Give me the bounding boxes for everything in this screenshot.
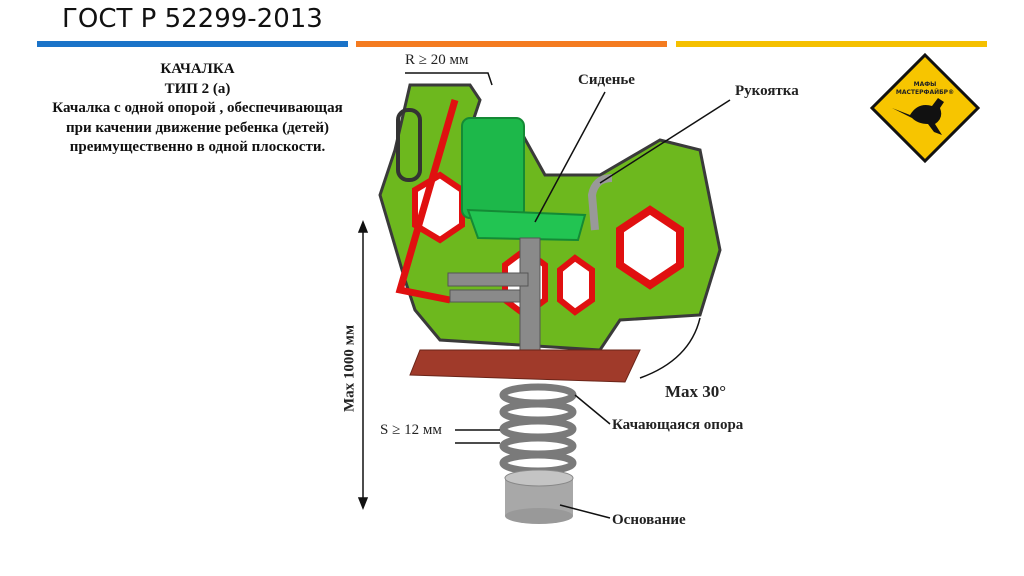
gap-label: S ≥ 12 мм — [380, 422, 442, 438]
seat — [461, 117, 587, 242]
description-type: ТИП 2 (а) — [164, 80, 231, 97]
description-line: Качалка с одной опорой , обеспечивающая — [52, 100, 343, 116]
svg-text:МАФЫ: МАФЫ — [914, 81, 937, 88]
radius-bracket — [405, 72, 493, 86]
handle-label: Рукоятка — [735, 83, 799, 99]
spring — [499, 383, 577, 475]
svg-text:МАСТЕРФАЙБР®: МАСТЕРФАЙБР® — [896, 88, 954, 96]
orange-divider — [356, 41, 667, 47]
description-line: преимущественно в одной плоскости. — [69, 139, 326, 155]
blue-divider — [37, 41, 348, 47]
height-label: Max 1000 мм — [341, 324, 358, 413]
page-title: ГОСТ Р 52299-2013 — [62, 4, 323, 34]
spring-label: Качающаяся опора — [612, 417, 744, 433]
logo-mafy-masterfaibr: МАФЫ МАСТЕРФАЙБР® — [869, 52, 981, 164]
platform — [409, 349, 641, 383]
angle-label: Max 30° — [665, 382, 727, 401]
seat-label: Сиденье — [578, 72, 635, 88]
description: КАЧАЛКА ТИП 2 (а) Качалка с одной опорой… — [20, 60, 375, 158]
radius-label: R ≥ 20 мм — [405, 52, 469, 68]
base-label: Основание — [612, 512, 686, 528]
angle-arc — [639, 317, 701, 379]
description-heading: КАЧАЛКА — [160, 61, 235, 77]
yellow-divider — [676, 41, 987, 47]
height-arrow — [357, 219, 369, 511]
description-line: при качении движение ребенка (детей) — [65, 119, 330, 136]
leader-lines — [455, 91, 731, 519]
base — [504, 469, 574, 524]
